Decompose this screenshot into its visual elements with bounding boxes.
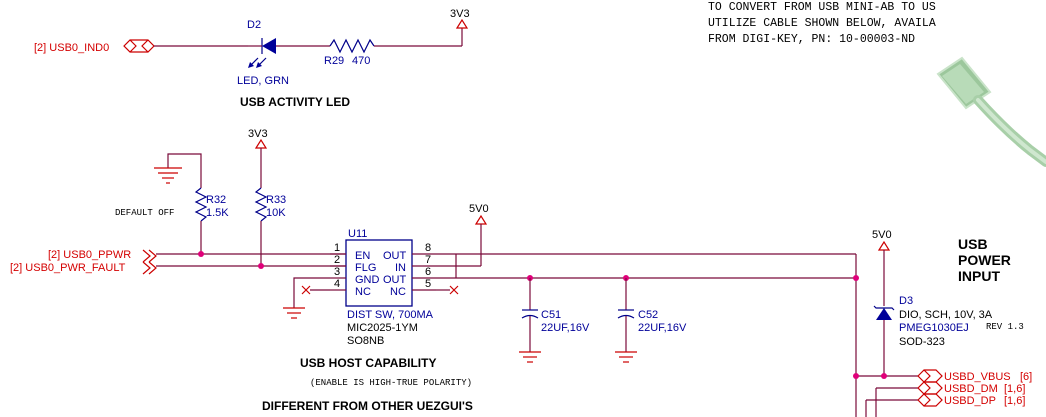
nc-mark-right: [449, 285, 459, 295]
d2-value: LED, GRN: [237, 75, 289, 87]
net-ref-usbd-vbus: [6]: [1020, 371, 1032, 383]
d3-part: PMEG1030EJ: [899, 322, 969, 334]
r32-symbol: [194, 187, 208, 222]
d3-pkg: SOD-323: [899, 336, 945, 348]
net-connector: [123, 39, 155, 53]
u11-pin3: 3: [334, 266, 340, 278]
net-label-usbd-dm: USBD_DM: [944, 383, 998, 395]
rail-3v3-top: [455, 18, 469, 29]
note-line-3: FROM DIGI-KEY, PN: 10-00003-ND: [708, 33, 915, 46]
net-connector-ppwr: [142, 249, 157, 263]
nc-mark-left: [301, 285, 311, 295]
note-line-1: TO CONVERT FROM USB MINI-AB TO US: [708, 1, 936, 14]
c52-ref: C52: [638, 309, 658, 321]
net-connector-dm: [917, 381, 943, 395]
d3-rev: REV 1.3: [986, 322, 1024, 332]
u11-pin2: 2: [334, 254, 340, 266]
power-title-1: USB: [958, 236, 988, 252]
u11-desc: DIST SW, 700MA: [347, 309, 434, 321]
r32-ref: R32: [206, 194, 226, 206]
net-label-usbd-dp: USBD_DP: [944, 395, 996, 407]
u11-pin-out1: OUT: [383, 250, 407, 262]
host-section: 3V3 R33 10K R32 1.5K DEFAULT OFF [2] USB…: [10, 128, 859, 417]
power-title-2: POWER: [958, 252, 1011, 268]
rail-3v3-label: 3V3: [450, 8, 470, 20]
r33-symbol: [254, 187, 268, 222]
net-label-usb0-pwr-fault: [2] USB0_PWR_FAULT: [10, 262, 126, 274]
u11-pin-nc-r: NC: [390, 286, 406, 298]
u11-pin-nc-l: NC: [355, 286, 371, 298]
u11-pin4: 4: [334, 278, 340, 290]
u11-body: [345, 239, 413, 307]
u11-pin8: 8: [425, 242, 431, 254]
u11-pin1: 1: [334, 242, 340, 254]
default-off-note: DEFAULT OFF: [115, 208, 174, 218]
d3-symbol: [876, 308, 892, 320]
rail-5v0-host-label: 5V0: [469, 203, 489, 215]
u11-pkg: SO8NB: [347, 335, 384, 347]
c51-value: 22UF,16V: [541, 322, 590, 334]
r33-ref: R33: [266, 194, 286, 206]
power-section: 5V0 D3 DIO, SCH, 10V, 3A PMEG1030EJ REV …: [853, 229, 1032, 417]
d3-ref: D3: [899, 295, 913, 307]
usb-cable-image: [936, 56, 1046, 167]
rail-3v3-host-label: 3V3: [248, 128, 268, 140]
net-ref-usbd-dm: [1,6]: [1004, 383, 1025, 395]
led-section: [2] USB0_IND0 D2 LED, GRN 3V3 R29 470 US…: [34, 8, 470, 109]
net-label-usbd-vbus: USBD_VBUS: [944, 371, 1011, 383]
host-section-subnote: (ENABLE IS HIGH-TRUE POLARITY): [310, 378, 472, 388]
power-title-3: INPUT: [958, 268, 1000, 284]
note-line-2: UTILIZE CABLE SHOWN BELOW, AVAILA: [708, 17, 936, 30]
c51-ref: C51: [541, 309, 561, 321]
u11-pin6: 6: [425, 266, 431, 278]
u11-part: MIC2025-1YM: [347, 322, 418, 334]
net-label-usb0-ind0: [2] USB0_IND0: [34, 42, 109, 54]
d2-ref: D2: [247, 19, 261, 31]
c52-value: 22UF,16V: [638, 322, 687, 334]
u11-pin-out2: OUT: [383, 274, 407, 286]
host-section-title: USB HOST CAPABILITY: [300, 356, 436, 370]
net-label-usb0-ppwr: [2] USB0_PPWR: [48, 249, 131, 261]
net-connector-vbus: [917, 369, 943, 383]
u11-pin-en: EN: [355, 250, 370, 262]
u11-pin5: 5: [425, 278, 431, 290]
net-ref-usbd-dp: [1,6]: [1004, 395, 1025, 407]
u11-ref: U11: [348, 228, 367, 240]
u11-pin7: 7: [425, 254, 431, 266]
u11-pin-in: IN: [395, 262, 406, 274]
r29-symbol: [329, 38, 375, 54]
u11-pin-flg: FLG: [355, 262, 376, 274]
u11-pin-gnd: GND: [355, 274, 380, 286]
r29-value: 470: [352, 55, 370, 67]
rail-5v0-power-label: 5V0: [872, 229, 892, 241]
host-section-title2: DIFFERENT FROM OTHER UEZGUI'S: [262, 399, 473, 413]
led-section-title: USB ACTIVITY LED: [240, 95, 350, 109]
d3-desc: DIO, SCH, 10V, 3A: [899, 309, 993, 321]
r33-value: 10K: [266, 207, 286, 219]
net-connector-fault: [142, 261, 157, 275]
cable-note: TO CONVERT FROM USB MINI-AB TO US UTILIZ…: [708, 1, 936, 46]
net-connector-dp: [917, 393, 943, 407]
led-diode-symbol: [248, 38, 330, 68]
r29-ref: R29: [324, 55, 344, 67]
r32-value: 1.5K: [206, 207, 229, 219]
